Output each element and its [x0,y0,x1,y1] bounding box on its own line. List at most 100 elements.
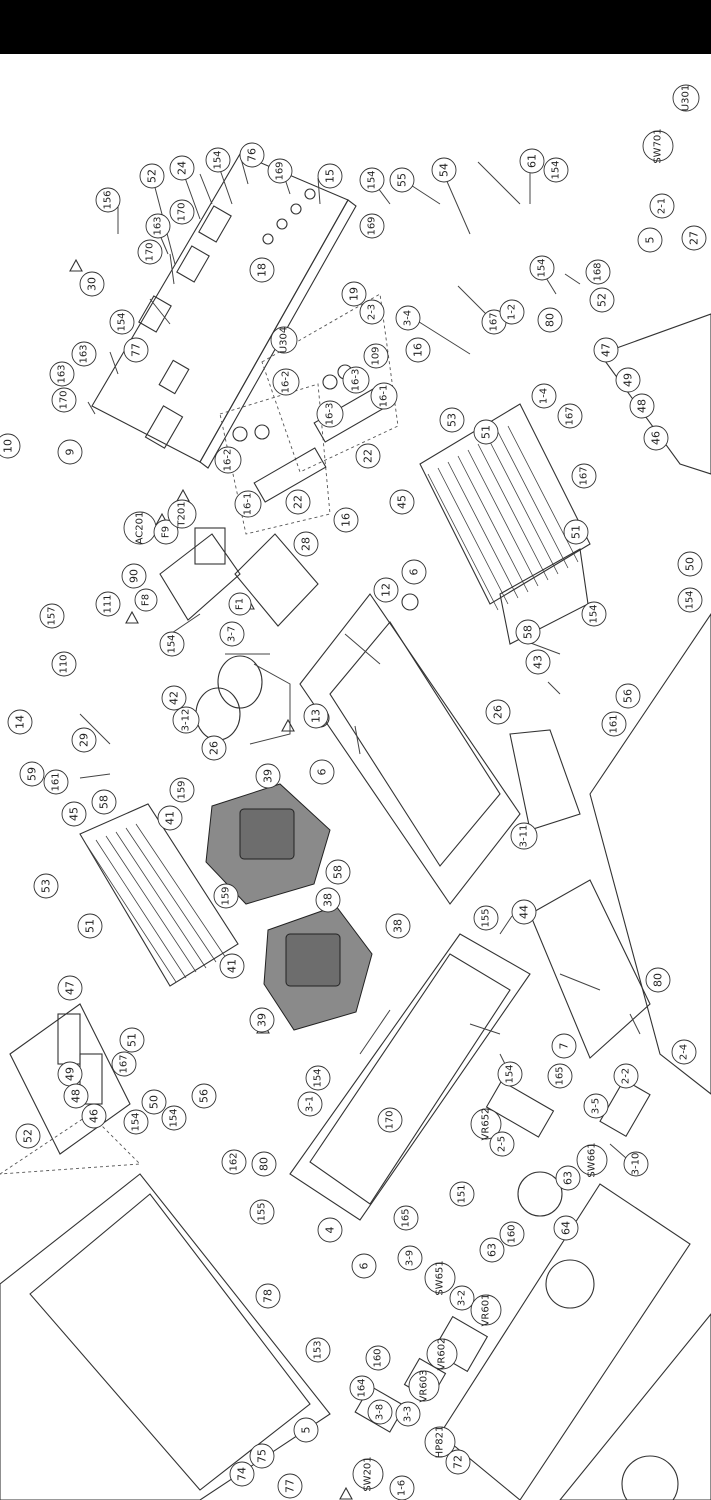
chassis-plate [299,593,521,905]
callout: 16 [412,343,425,357]
callout: 6 [358,1263,371,1270]
heatsink-lower [79,803,239,987]
callout: 54 [438,163,451,177]
callout: 1-4 [539,388,550,404]
callout: 2-2 [621,1068,632,1084]
callout: 45 [68,807,81,821]
callout: 157 [47,606,58,625]
callout: 154 [551,160,562,179]
callout: 75 [256,1449,269,1463]
top-cover [0,1113,331,1500]
callout: 170 [177,202,188,221]
callout: 110 [59,654,70,673]
right-side-panels [509,313,711,1095]
callout: 167 [565,406,576,425]
callout: 3-9 [405,1250,416,1266]
callout: 3-7 [227,626,238,642]
callout: 47 [64,981,77,995]
callout: 154 [537,258,548,277]
callout: 167 [489,312,500,331]
callout: 3-11 [519,825,530,848]
callout: 169 [367,216,378,235]
callout: 63 [486,1243,499,1257]
callout: 170 [59,390,70,409]
callout: 170 [385,1110,396,1129]
callout: 48 [636,399,649,413]
callout: 13 [310,709,323,723]
callout: 156 [103,190,114,209]
callout: 9 [64,449,77,456]
callout: 168 [593,262,604,281]
callout: 165 [555,1066,566,1085]
callout: 51 [480,425,493,439]
callout: 41 [226,959,239,973]
callout: 22 [292,495,305,509]
callout: 4 [324,1227,337,1234]
callout: 38 [322,893,335,907]
callout: 30 [86,277,99,291]
callout: 3-5 [591,1098,602,1114]
callout: 16-2 [281,371,292,394]
callout: 80 [652,973,665,987]
callout: 5 [644,237,657,244]
callout: 1-6 [397,1480,408,1496]
callout: 3-8 [375,1404,386,1420]
callout: 155 [257,1202,268,1221]
callout: 3-4 [403,310,414,326]
callout: 159 [177,780,188,799]
callout: 58 [332,865,345,879]
callout: 160 [507,1224,518,1243]
callout: VR603 [419,1370,430,1403]
callout: 2-5 [497,1136,508,1152]
callout: 3-2 [457,1290,468,1306]
callout: F8 [141,594,152,606]
callout: 46 [88,1109,101,1123]
callout: 153 [313,1340,324,1359]
callout: 59 [26,767,39,781]
callout: 16-3 [351,369,362,392]
callout: 5 [300,1427,313,1434]
callout: 14 [14,715,27,729]
exploded-parts-diagram-page: 156 52 24 154 76 169 15 154 55 54 61 154… [0,54,711,1500]
callout: 160 [373,1348,384,1367]
callout: 167 [119,1054,130,1073]
callout: 22 [362,449,375,463]
callout: 16-1 [379,385,390,408]
exploded-parts-diagram: 156 52 24 154 76 169 15 154 55 54 61 154… [0,84,711,1500]
callout: 50 [684,557,697,571]
callout: 48 [70,1089,83,1103]
callout: 58 [98,795,111,809]
callout: 167 [579,466,590,485]
callout: F1 [235,598,246,610]
callout: 18 [256,263,269,277]
callout: 53 [40,879,53,893]
callout: 111 [103,594,114,613]
callout: 3-1 [305,1096,316,1112]
callout: 77 [284,1479,297,1493]
callout: 154 [367,170,378,189]
callout: 26 [208,741,221,755]
callout: 29 [78,733,91,747]
callout: SW661 [587,1142,598,1177]
callout: 64 [560,1221,573,1235]
callout: 61 [526,154,539,168]
callout: 154 [131,1112,142,1131]
callout: 12 [380,583,393,597]
callout: 80 [258,1157,271,1171]
callout: F9 [161,526,172,538]
callout: 45 [396,495,409,509]
callout: 24 [176,161,189,175]
callout: 43 [532,655,545,669]
callout: 169 [275,161,286,180]
callout: 16 [340,513,353,527]
callout: 15 [324,169,337,183]
callout: 2-4 [679,1044,690,1060]
callout: 163 [153,216,164,235]
callout: 165 [401,1208,412,1227]
callout: 42 [168,691,181,705]
callout: SW201 [363,1456,374,1491]
callout: 39 [262,769,275,783]
callout: 154 [117,312,128,331]
callout: 28 [300,537,313,551]
callout: 44 [518,905,531,919]
